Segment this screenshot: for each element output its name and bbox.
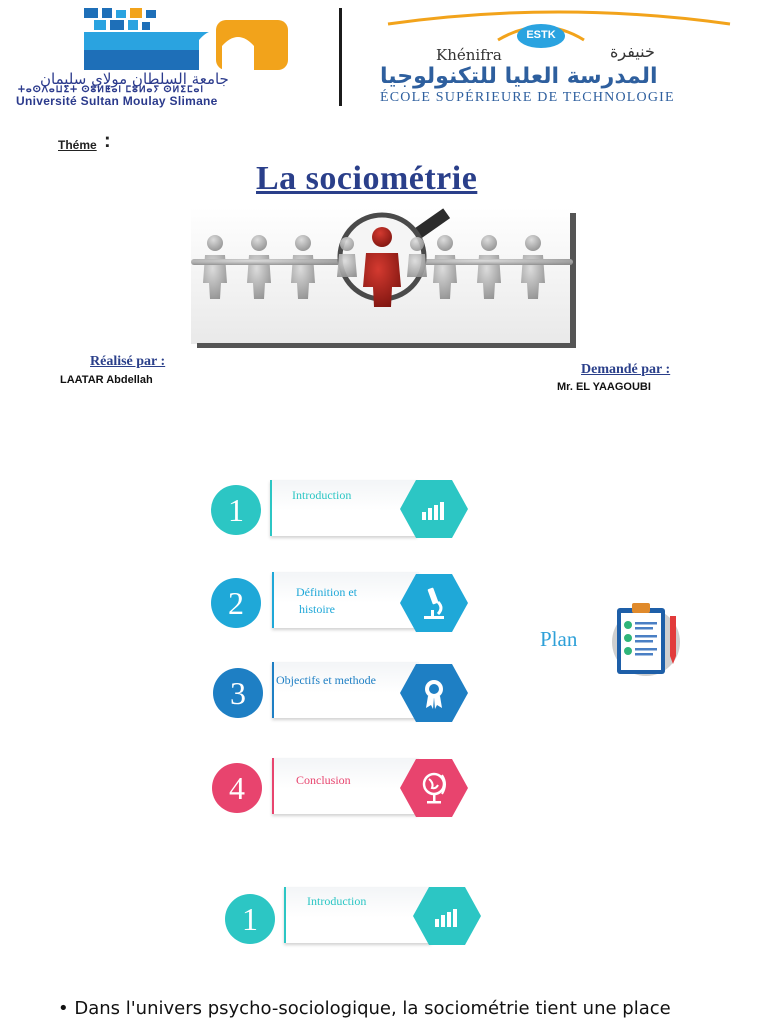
plan-item-label: Introduction [292,488,352,502]
document-title: La sociométrie [256,160,478,197]
plan-item-label-line1: Définition et [296,585,357,599]
globe-icon [398,757,470,819]
hero-image [191,207,578,349]
university-name-tifinagh: ⵜⴰⵙⴷⴰⵡⵉⵜ ⵙⵓⵍⵟⴰⵏ ⵎⵓⵍⴰⵢ ⵙⵍⵉⵎⴰⵏ [18,84,205,94]
school-badge: ESTK [526,29,556,41]
city-name-arabic: خنيفرة [610,42,655,61]
bar-chart-icon [411,885,483,947]
plan-number-circle: 1 [211,485,261,535]
plan-item-label: Conclusion [296,773,351,787]
plan-title: Plan [540,627,578,651]
university-name-arabic: جامعة السلطان مولاي سليمان [40,70,229,88]
body-paragraph: • Dans l'univers psycho-sociologique, la… [58,998,671,1019]
plan-card: Définition et histoire [272,572,419,628]
supervisor-name: Mr. EL YAAGOUBI [557,381,651,393]
university-name-french: Université Sultan Moulay Slimane [16,94,218,108]
school-logo [378,6,740,108]
school-name-french: ÉCOLE SUPÉRIEURE DE TECHNOLOGIE [380,90,675,105]
plan-card: Conclusion [272,758,419,814]
award-ribbon-icon [398,662,470,724]
school-name-arabic: المدرسة العليا للتكنولوجيا [380,64,658,89]
plan-number-circle: 2 [211,578,261,628]
section-number-circle: 1 [225,894,275,944]
microscope-icon [398,572,470,634]
plan-item-label: Objectifs et methode [276,673,376,687]
plan-item-label-line2: histoire [299,602,335,616]
university-logo [14,6,334,106]
plan-card: Objectifs et methode [272,662,419,718]
logo-divider [339,8,342,106]
bar-chart-icon [398,478,470,540]
plan-card: Introduction [270,480,417,536]
plan-number-circle: 3 [213,668,263,718]
section-card: Introduction [284,887,431,943]
author-name: LAATAR Abdellah [60,374,153,386]
plan-number-circle: 4 [212,763,262,813]
demande-par-label: Demandé par : [581,362,671,377]
theme-label: Théme [58,138,97,152]
realise-par-label: Réalisé par : [90,354,166,369]
city-name-french: Khénifra [436,46,502,64]
clipboard-icon [604,600,690,682]
section-label: Introduction [307,894,367,908]
theme-colon: : [104,130,111,152]
